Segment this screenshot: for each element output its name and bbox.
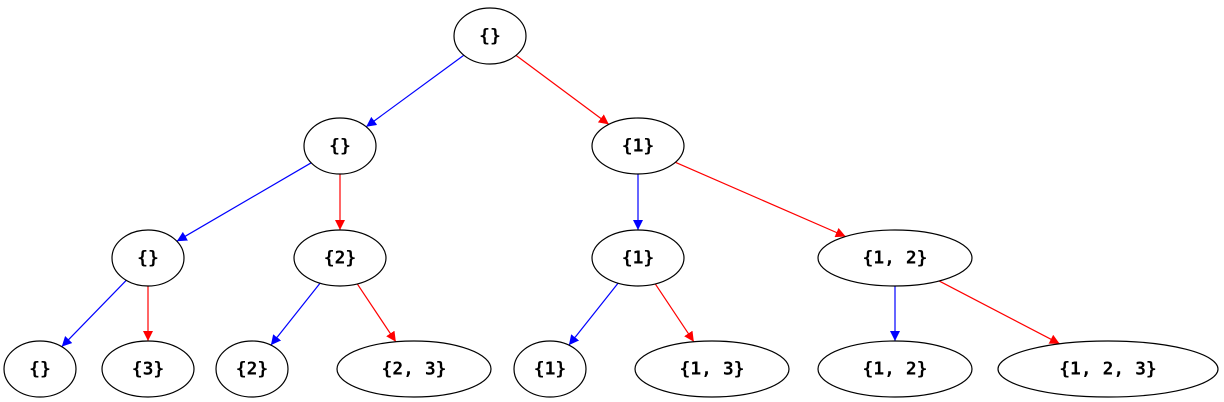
node-ellipse [817,229,973,287]
tree-node: {1, 2, 3} [997,340,1219,398]
node-ellipse [3,340,77,398]
tree-node: {3} [101,340,195,398]
node-label: {1} [622,248,655,269]
node-ellipse [453,7,527,65]
tree-node: {1, 2} [817,340,973,398]
tree-node: {1} [591,229,685,287]
node-ellipse [101,340,195,398]
node-label: {2, 3} [381,359,446,380]
edge-left-n5-n11 [568,282,619,346]
edges-layer [61,54,1060,348]
edge-right-n4-n10 [356,283,397,343]
node-label: {1, 3} [679,359,744,380]
tree-node: {2} [293,229,387,287]
node-ellipse [997,340,1219,398]
node-ellipse [634,340,790,398]
node-label: {} [329,136,351,157]
node-label: {1, 2, 3} [1059,359,1157,380]
node-ellipse [591,117,685,175]
tree-node: {1, 2} [817,229,973,287]
node-ellipse [303,117,377,175]
node-ellipse [293,229,387,287]
node-ellipse [513,340,587,398]
tree-node: {} [111,229,185,287]
node-label: {1, 2} [862,359,927,380]
tree-node: {2} [215,340,289,398]
node-label: {1} [622,136,655,157]
tree-node: {1} [513,340,587,398]
node-ellipse [591,229,685,287]
node-ellipse [111,229,185,287]
tree-node: {1} [591,117,685,175]
edge-right-n5-n12 [654,283,695,343]
node-label: {} [29,359,51,380]
edge-left-n4-n9 [270,282,321,346]
tree-node: {1, 3} [634,340,790,398]
edge-left-n0-n1 [365,54,465,128]
tree-node: {} [453,7,527,65]
node-label: {1, 2} [862,248,927,269]
node-label: {2} [324,248,357,269]
edge-right-n0-n2 [515,54,610,125]
edge-left-n3-n7 [61,279,127,348]
node-ellipse [336,340,492,398]
node-ellipse [817,340,973,398]
tree-node: {} [3,340,77,398]
node-label: {} [479,26,501,47]
node-ellipse [215,340,289,398]
edge-left-n1-n3 [176,162,312,242]
node-label: {3} [132,359,165,380]
node-label: {} [137,248,159,269]
edge-right-n6-n14 [938,280,1060,345]
nodes-layer: {} {} {1} {} {2} {1} {1, 2} {} {3} {2} {2, 3} {1} {1… [3,7,1219,398]
tree-node: {2, 3} [336,340,492,398]
node-label: {1} [534,359,567,380]
tree-node: {} [303,117,377,175]
edge-right-n2-n6 [675,161,846,238]
node-label: {2} [236,359,269,380]
